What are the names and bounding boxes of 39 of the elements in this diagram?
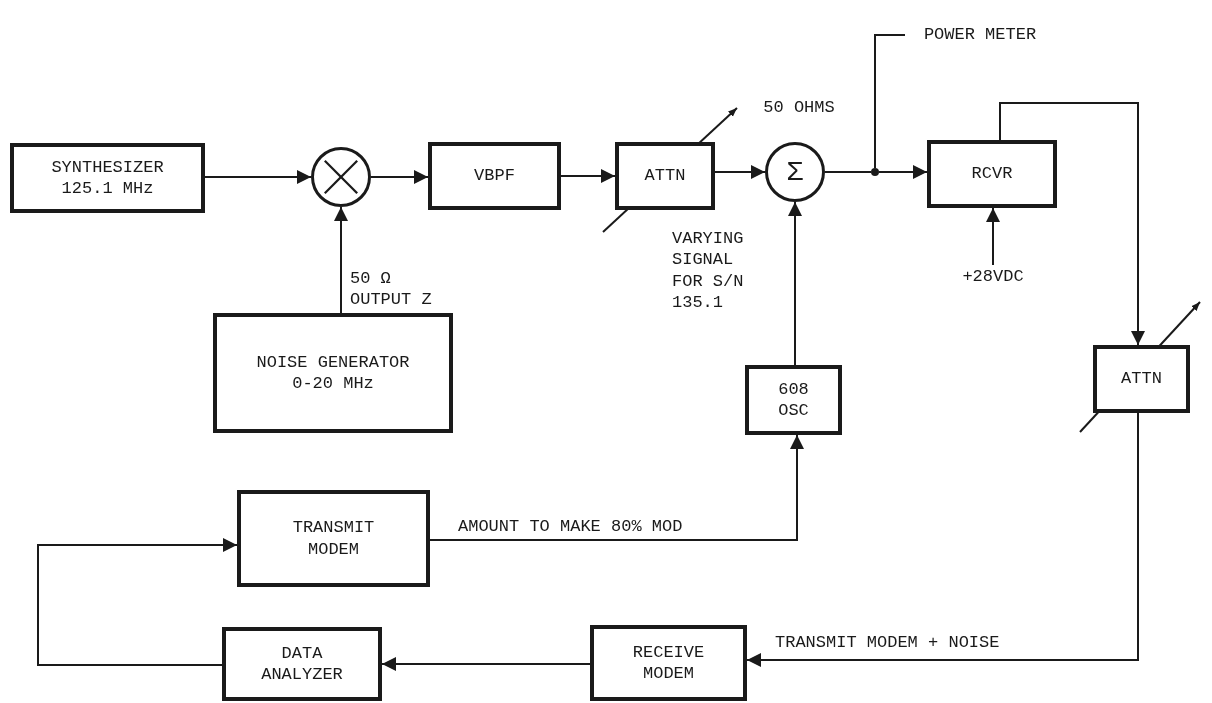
transmit-modem-box <box>237 490 430 587</box>
connector-arrow <box>788 201 802 366</box>
connector-arrow <box>370 170 429 184</box>
connector-arrow <box>334 206 348 314</box>
connector-arrow <box>746 412 1139 667</box>
node-label: DATA ANALYZER <box>260 642 344 686</box>
node-label: +28VDC <box>962 266 1024 288</box>
connector-arrow <box>999 102 1145 346</box>
connector-arrow <box>878 165 928 179</box>
oscillator-box <box>745 365 842 435</box>
node-label: RECEIVE MODEM <box>631 641 706 685</box>
node-label: TRANSMIT MODEM <box>291 517 376 560</box>
filter-box <box>428 142 561 210</box>
node-label: SYNTHESIZER 125.1 MHz <box>50 156 165 200</box>
node-label: RCVR <box>971 163 1013 185</box>
node-label: VBPF <box>474 165 515 187</box>
receiver-box <box>927 140 1057 208</box>
node-label: NOISE GENERATOR 0-20 MHz <box>255 351 411 395</box>
connector-arrow <box>560 169 616 183</box>
connector-arrow <box>381 657 591 671</box>
node-label: ATTN <box>1121 368 1162 390</box>
connector-arrow <box>429 434 804 541</box>
noise-generator-box <box>213 313 453 433</box>
node-label: POWER METER <box>923 24 1037 46</box>
leader-line <box>874 34 906 169</box>
node-caption: 50 OHMS <box>762 97 836 119</box>
connector-arrow <box>204 170 312 184</box>
synthesizer-box <box>10 143 205 213</box>
receive-modem-box <box>590 625 747 701</box>
connector-arrow <box>37 538 238 666</box>
node-label: ATTN <box>644 165 686 187</box>
sigma-symbol: Σ <box>786 155 804 190</box>
mixer-symbol <box>311 147 371 207</box>
attenuator-box <box>1093 345 1190 413</box>
data-analyzer-box <box>222 627 382 701</box>
connector-arrow <box>986 207 1000 266</box>
connector-arrow <box>714 165 766 179</box>
node-label: 608 OSC <box>777 378 810 422</box>
attenuator-box <box>615 142 715 210</box>
